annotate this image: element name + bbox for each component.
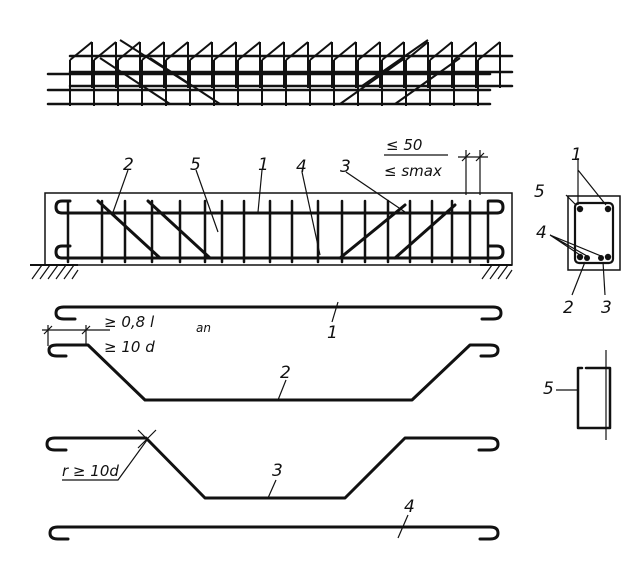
section-leader-4: [549, 234, 602, 257]
detail-label-2: 2: [280, 363, 291, 383]
cage-stirrup: [189, 41, 213, 61]
detail-label-4: 4: [404, 497, 415, 517]
detail-label-3: 3: [272, 461, 283, 481]
bar-1-detail: [54, 301, 503, 323]
section-label-5: 5: [534, 182, 545, 202]
bent-bar-3-right-b: [393, 203, 457, 260]
leader-1: [257, 169, 263, 213]
isometric-cage: [46, 39, 514, 106]
bar-3-shape: [53, 436, 492, 500]
cage-stirrup: [213, 41, 237, 61]
label-bar-5: 5: [190, 155, 201, 175]
section-top-bar-right: [604, 205, 612, 213]
cage-stirrup: [333, 41, 357, 61]
dim-anchorage-sub: an: [196, 321, 211, 335]
bar-1-leader: [331, 301, 339, 323]
bar-3-leader: [267, 479, 277, 499]
section-label-4: 4: [536, 223, 547, 243]
bend-radius-leader: [62, 439, 148, 481]
cage-stirrup: [453, 41, 477, 61]
label-bar-3: 3: [340, 157, 351, 177]
bar-5-detail: [556, 350, 612, 440]
cage-stirrup: [309, 41, 333, 61]
dim-bar-diameter: ≥ 10 d: [104, 338, 155, 356]
bar-1-shape: [62, 305, 503, 321]
cage-bent-bar: [339, 57, 406, 105]
cage-bent-bar: [394, 57, 461, 105]
section-leader-3: [602, 261, 606, 296]
cage-stirrup: [357, 41, 381, 61]
leader-2: [111, 169, 129, 216]
top-bar-hook-left: [54, 199, 72, 215]
right-support: [480, 264, 513, 280]
cross-section: [549, 158, 621, 296]
cage-stirrup: [117, 41, 141, 61]
section-label-2: 2: [563, 298, 574, 318]
section-label-3: 3: [601, 298, 612, 318]
cage-stirrup: [477, 41, 501, 61]
bar-4-leader: [397, 514, 409, 539]
dim-end-spacing: ≤ 50: [386, 136, 422, 154]
bar-3-detail: [45, 429, 500, 500]
label-bar-4: 4: [296, 157, 307, 177]
bar-2-leader: [277, 379, 287, 401]
stirrup-shape: [576, 366, 612, 430]
bend-point-mark: [137, 429, 157, 449]
section-label-1: 1: [571, 145, 582, 165]
cage-stirrup: [381, 41, 405, 61]
detail-label-1: 1: [327, 323, 338, 343]
bar-4-detail: [48, 514, 500, 541]
cage-bent-bar: [119, 39, 193, 87]
anchorage-dimension-line: [42, 325, 110, 346]
section-leader-1: [577, 158, 607, 206]
cage-stirrup: [285, 41, 309, 61]
bent-bar-2-left-a: [96, 199, 162, 260]
cage-stirrup: [261, 41, 285, 61]
beam-elevation: [30, 150, 513, 280]
left-support: [30, 264, 79, 280]
top-bar-hook-right: [487, 199, 505, 215]
dim-anchorage: ≥ 0,8 l: [104, 313, 155, 331]
cage-stirrup: [93, 41, 117, 61]
section-leader-5: [565, 194, 577, 206]
bottom-bar-hook-left: [54, 244, 72, 260]
spacing-ticks: [461, 152, 485, 162]
detail-label-5: 5: [543, 379, 554, 399]
section-top-bar-left: [576, 205, 584, 213]
leader-3: [345, 171, 406, 213]
spacing-dimension-lines: [458, 150, 488, 195]
label-bar-1: 1: [258, 155, 269, 175]
cage-stirrup: [429, 41, 453, 61]
cage-bent-bar: [99, 57, 171, 105]
cage-bent-bar: [361, 39, 429, 87]
bottom-bar-hook-right: [487, 244, 505, 260]
leader-5: [195, 169, 219, 233]
beam-outline: [44, 192, 513, 266]
cage-stirrup: [165, 41, 189, 61]
label-bar-2: 2: [123, 155, 134, 175]
section-leader-2: [571, 261, 586, 296]
cage-stirrup: [405, 41, 429, 61]
leader-4: [301, 171, 321, 256]
section-outline: [567, 195, 621, 271]
bent-bar-3-right-a: [338, 203, 407, 260]
section-stirrup: [573, 201, 615, 265]
cage-stirrup: [69, 41, 93, 61]
dim-max-spacing: ≤ smax: [384, 162, 442, 180]
cage-stirrup: [237, 41, 261, 61]
bar-2-detail: [47, 343, 500, 402]
bent-bar-2-left-b: [146, 199, 212, 260]
dim-bend-radius: r ≥ 10d: [62, 462, 119, 480]
